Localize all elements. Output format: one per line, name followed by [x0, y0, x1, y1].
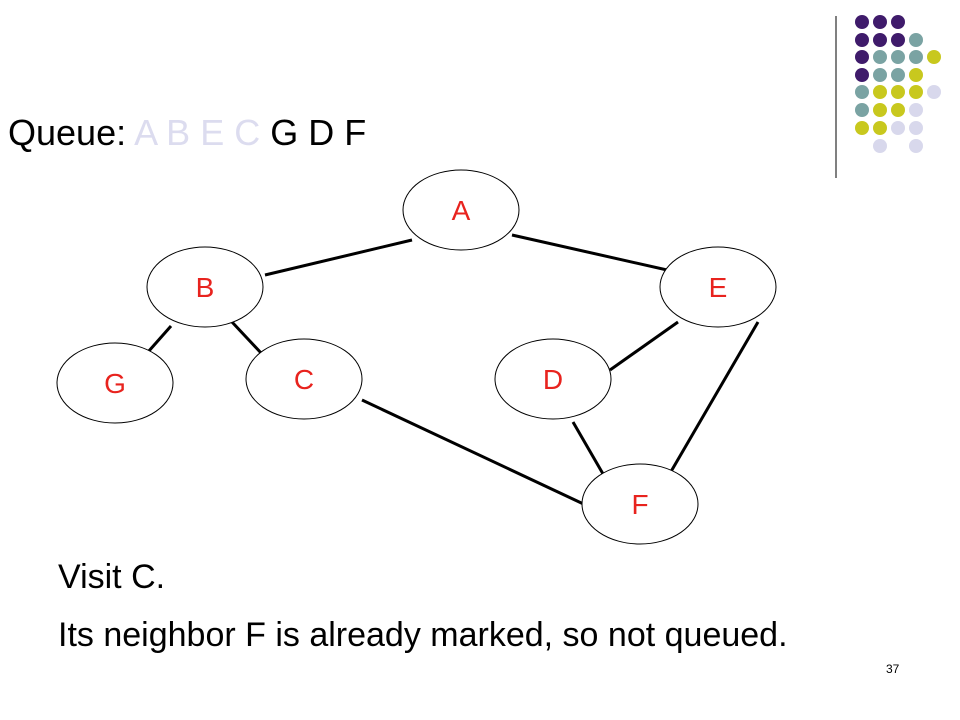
decor-dot — [891, 68, 905, 82]
node-e: E — [659, 246, 777, 328]
node-f: F — [581, 463, 699, 545]
decor-dot — [855, 103, 869, 117]
edge-e-d — [609, 320, 679, 372]
queue-label: Queue: — [8, 112, 127, 153]
edge-b-g — [146, 325, 173, 353]
decor-dot — [855, 85, 869, 99]
node-g: G — [56, 342, 174, 424]
queue-item-visited: C — [234, 112, 261, 153]
decor-dot — [855, 50, 869, 64]
node-d: D — [494, 338, 612, 420]
decor-dot — [891, 103, 905, 117]
decor-dot — [855, 68, 869, 82]
decor-dot — [927, 50, 941, 64]
decor-dot — [909, 103, 923, 117]
node-c: C — [245, 338, 363, 420]
node-label: G — [104, 368, 126, 399]
queue-item-pending: F — [344, 112, 367, 153]
decor-dot — [891, 121, 905, 135]
node-label: A — [452, 195, 471, 226]
decor-dot — [855, 33, 869, 47]
decor-dot — [909, 50, 923, 64]
queue-pending: G D F — [270, 112, 366, 153]
decor-dot — [855, 121, 869, 135]
decor-dot — [891, 85, 905, 99]
decor-dot — [873, 103, 887, 117]
page-number: 37 — [886, 662, 900, 676]
edge-b-c — [230, 320, 264, 356]
decor-dot — [891, 15, 905, 29]
decor-dot — [909, 121, 923, 135]
decor-dot — [855, 15, 869, 29]
node-b: B — [146, 246, 264, 328]
decor-dot — [891, 50, 905, 64]
decor-dot — [873, 68, 887, 82]
caption-line-2: Its neighbor F is already marked, so not… — [58, 616, 788, 654]
decor-dot — [909, 139, 923, 153]
queue-visited: A B E C — [134, 112, 270, 153]
caption-line-1: Visit C. — [58, 558, 166, 596]
decor-dot — [873, 121, 887, 135]
decor-dot — [927, 85, 941, 99]
decor-dot — [909, 33, 923, 47]
node-label: F — [631, 489, 648, 520]
decor-dot — [873, 85, 887, 99]
queue-item-pending: G — [270, 112, 299, 153]
node-label: C — [294, 364, 314, 395]
queue-item-pending: D — [308, 112, 335, 153]
edge-c-f — [361, 398, 593, 510]
decor-dot — [873, 139, 887, 153]
node-label: E — [709, 272, 728, 303]
decor-dot — [909, 85, 923, 99]
decor-dot — [891, 33, 905, 47]
decor-dot — [873, 33, 887, 47]
decor-dot — [873, 15, 887, 29]
edge-a-e — [511, 233, 677, 274]
edge-a-b — [264, 238, 413, 277]
edge-e-f — [660, 321, 760, 488]
queue-line: Queue: A B E C G D F — [8, 112, 366, 154]
queue-item-visited: B — [166, 112, 191, 153]
queue-item-visited: A — [134, 112, 157, 153]
node-a: A — [402, 169, 520, 251]
node-label: B — [196, 272, 215, 303]
decor-dot — [909, 68, 923, 82]
queue-item-visited: E — [200, 112, 225, 153]
decor-dot — [873, 50, 887, 64]
node-label: D — [543, 364, 563, 395]
